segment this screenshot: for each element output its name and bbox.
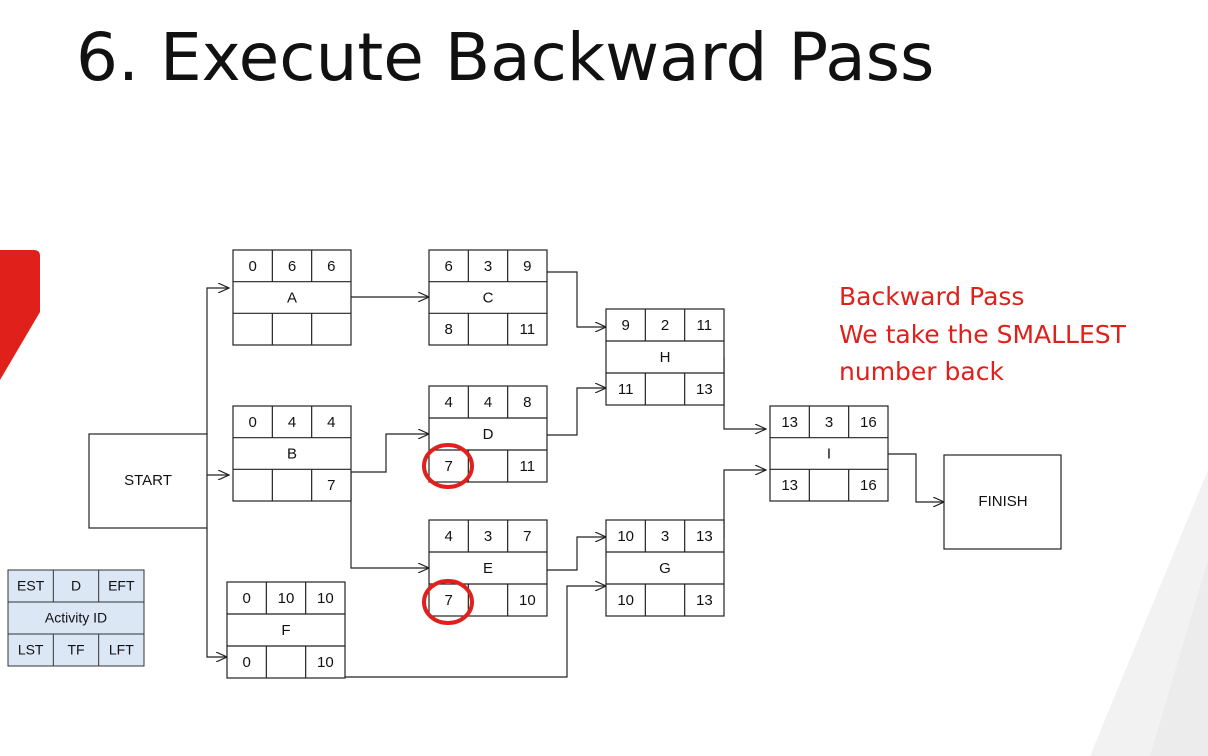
finish-node: FINISH bbox=[943, 454, 1062, 550]
cell-est: 13 bbox=[781, 414, 798, 431]
arrow-b-to-d bbox=[351, 434, 429, 473]
slide-title: 6. Execute Backward Pass bbox=[76, 19, 935, 96]
cell-lft: 16 bbox=[860, 477, 877, 494]
cell-duration: 6 bbox=[288, 258, 296, 275]
legend-cell: LST bbox=[18, 642, 44, 658]
backward-pass-note: Backward Pass We take the SMALLEST numbe… bbox=[839, 278, 1199, 391]
cell-duration: 2 bbox=[661, 317, 669, 334]
cell-lst: 8 bbox=[444, 321, 452, 338]
cell-eft: 11 bbox=[697, 317, 713, 334]
note-line: Backward Pass bbox=[839, 282, 1025, 311]
start-label: START bbox=[124, 472, 172, 489]
arrow-e-to-g bbox=[547, 537, 606, 571]
cell-lst: 10 bbox=[617, 592, 634, 609]
cell-est: 6 bbox=[444, 258, 452, 275]
activity-node-a: 0 6 6A bbox=[232, 249, 352, 346]
cell-duration: 4 bbox=[484, 394, 492, 411]
cell-lst: 7 bbox=[444, 458, 452, 475]
cell-est: 0 bbox=[248, 414, 256, 431]
cell-eft: 6 bbox=[327, 258, 335, 275]
activity-id: F bbox=[281, 622, 290, 639]
start-node: START bbox=[88, 433, 208, 529]
note-line: number back bbox=[839, 357, 1004, 386]
cell-duration: 4 bbox=[288, 414, 296, 431]
arrow-b-to-e bbox=[350, 472, 429, 568]
activity-id: E bbox=[483, 560, 493, 577]
activity-id: I bbox=[827, 445, 831, 462]
arrow-i-to-finish bbox=[888, 453, 944, 502]
arrow-f-to-g bbox=[345, 586, 606, 678]
activity-id: B bbox=[287, 445, 297, 462]
finish-label: FINISH bbox=[978, 493, 1027, 510]
cell-lft: 10 bbox=[317, 654, 334, 671]
legend-activity-id: Activity ID bbox=[45, 610, 107, 626]
cell-eft: 16 bbox=[860, 414, 877, 431]
cell-lft: 10 bbox=[519, 592, 536, 609]
legend-cell: D bbox=[71, 578, 81, 594]
cell-duration: 3 bbox=[484, 528, 492, 545]
activity-node-d: 4 4 8D 7 11 bbox=[428, 385, 548, 483]
cell-est: 4 bbox=[444, 394, 452, 411]
cell-lft: 11 bbox=[520, 321, 536, 338]
activity-node-c: 6 3 9C 8 11 bbox=[428, 249, 548, 346]
cell-est: 10 bbox=[617, 528, 634, 545]
cell-duration: 10 bbox=[278, 590, 295, 607]
cell-lft: 7 bbox=[327, 477, 335, 494]
cell-est: 4 bbox=[444, 528, 452, 545]
cell-eft: 9 bbox=[523, 258, 531, 275]
cell-lst: 13 bbox=[781, 477, 798, 494]
activity-id: C bbox=[483, 289, 494, 306]
cell-eft: 13 bbox=[696, 528, 713, 545]
arrow-h-to-i bbox=[723, 357, 766, 429]
activity-id: D bbox=[483, 426, 494, 443]
cell-eft: 10 bbox=[317, 590, 334, 607]
cell-lft: 13 bbox=[696, 381, 713, 398]
cell-eft: 8 bbox=[523, 394, 531, 411]
legend-cell: EFT bbox=[108, 578, 135, 594]
lst-highlight-e bbox=[422, 579, 474, 625]
activity-id: H bbox=[660, 349, 671, 366]
legend-cell: LFT bbox=[109, 642, 134, 658]
arrow-start-to-f bbox=[206, 528, 227, 657]
cell-duration: 3 bbox=[484, 258, 492, 275]
arrow-c-to-h bbox=[547, 271, 606, 327]
activity-id: G bbox=[659, 560, 671, 577]
arrow-g-to-i bbox=[723, 470, 766, 538]
legend-cell: EST bbox=[17, 578, 45, 594]
cell-est: 0 bbox=[242, 590, 250, 607]
cell-eft: 7 bbox=[523, 528, 531, 545]
arrow-start-to-a bbox=[206, 288, 229, 434]
lst-highlight-d bbox=[422, 443, 474, 489]
network-edges bbox=[206, 271, 944, 678]
activity-id: A bbox=[287, 289, 297, 306]
cell-est: 9 bbox=[621, 317, 629, 334]
cell-eft: 4 bbox=[327, 414, 335, 431]
cell-lft: 13 bbox=[696, 592, 713, 609]
legend-cell: TF bbox=[67, 642, 84, 658]
cell-lst: 11 bbox=[618, 381, 634, 398]
activity-node-b: 0 4 4B 7 bbox=[232, 405, 352, 502]
cell-lst: 7 bbox=[444, 592, 452, 609]
note-line: We take the SMALLEST bbox=[839, 319, 1126, 349]
cell-lst: 0 bbox=[242, 654, 250, 671]
cell-est: 0 bbox=[248, 258, 256, 275]
cell-duration: 3 bbox=[661, 528, 669, 545]
cell-duration: 3 bbox=[825, 414, 833, 431]
arrow-d-to-h bbox=[547, 388, 606, 436]
cell-lft: 11 bbox=[520, 458, 536, 475]
red-accent-shape bbox=[0, 250, 40, 380]
